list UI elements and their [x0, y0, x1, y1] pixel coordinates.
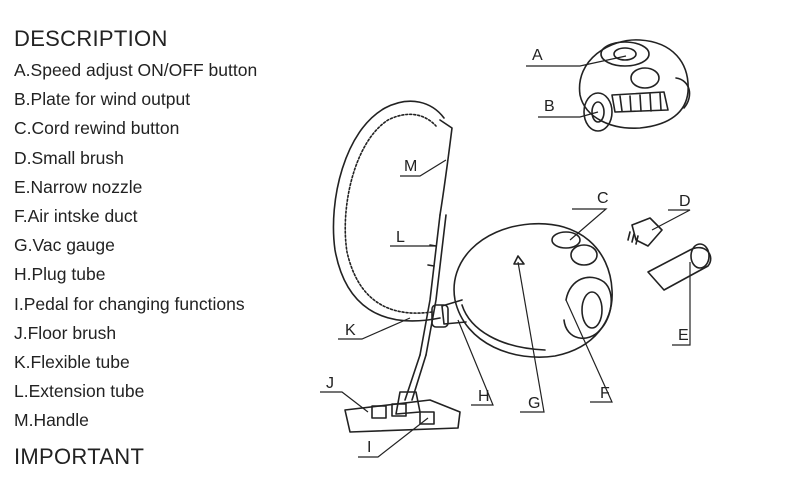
callout-b: B	[544, 98, 555, 115]
vacuum-body	[431, 222, 613, 358]
list-item: A.Speed adjust ON/OFF button	[14, 60, 258, 80]
callout-i: I	[367, 439, 371, 456]
list-item: C.Cord rewind button	[14, 118, 180, 139]
callout-d: D	[679, 193, 691, 210]
list-item: J.Floor brush	[14, 322, 117, 343]
callout-h: H	[478, 388, 490, 405]
list-item: D.Small brush	[14, 147, 124, 168]
list-item: G.Vac gauge	[14, 235, 115, 256]
callout-k: K	[345, 322, 356, 339]
callout-f: F	[600, 385, 610, 402]
list-item: B.Plate for wind output	[14, 89, 191, 110]
callout-c: C	[597, 190, 609, 207]
small-brush	[627, 217, 663, 247]
important-heading: IMPORTANT	[14, 444, 145, 469]
list-item: H.Plug tube	[14, 264, 106, 285]
list-item: I.Pedal for changing functions	[14, 293, 245, 314]
parts-list: A.Speed adjust ON/OFF button B.Plate for…	[14, 56, 314, 436]
callout-a: A	[532, 47, 543, 64]
floor-brush	[344, 391, 461, 433]
callout-l: L	[396, 229, 405, 246]
callout-g: G	[528, 395, 540, 412]
list-item: L.Extension tube	[14, 381, 145, 402]
callout-j: J	[326, 375, 334, 392]
callout-m: M	[404, 158, 417, 175]
flexible-hose	[332, 100, 445, 322]
narrow-nozzle	[647, 243, 712, 291]
description-heading: DESCRIPTION	[14, 26, 168, 51]
description-panel: DESCRIPTION A.Speed adjust ON/OFF button…	[14, 26, 314, 436]
callout-e: E	[678, 327, 689, 344]
list-item: K.Flexible tube	[14, 352, 130, 373]
list-item: E.Narrow nozzle	[14, 176, 143, 197]
vacuum-rear-view	[578, 39, 691, 132]
list-item: M.Handle	[14, 410, 89, 431]
list-item: F.Air intske duct	[14, 206, 138, 227]
